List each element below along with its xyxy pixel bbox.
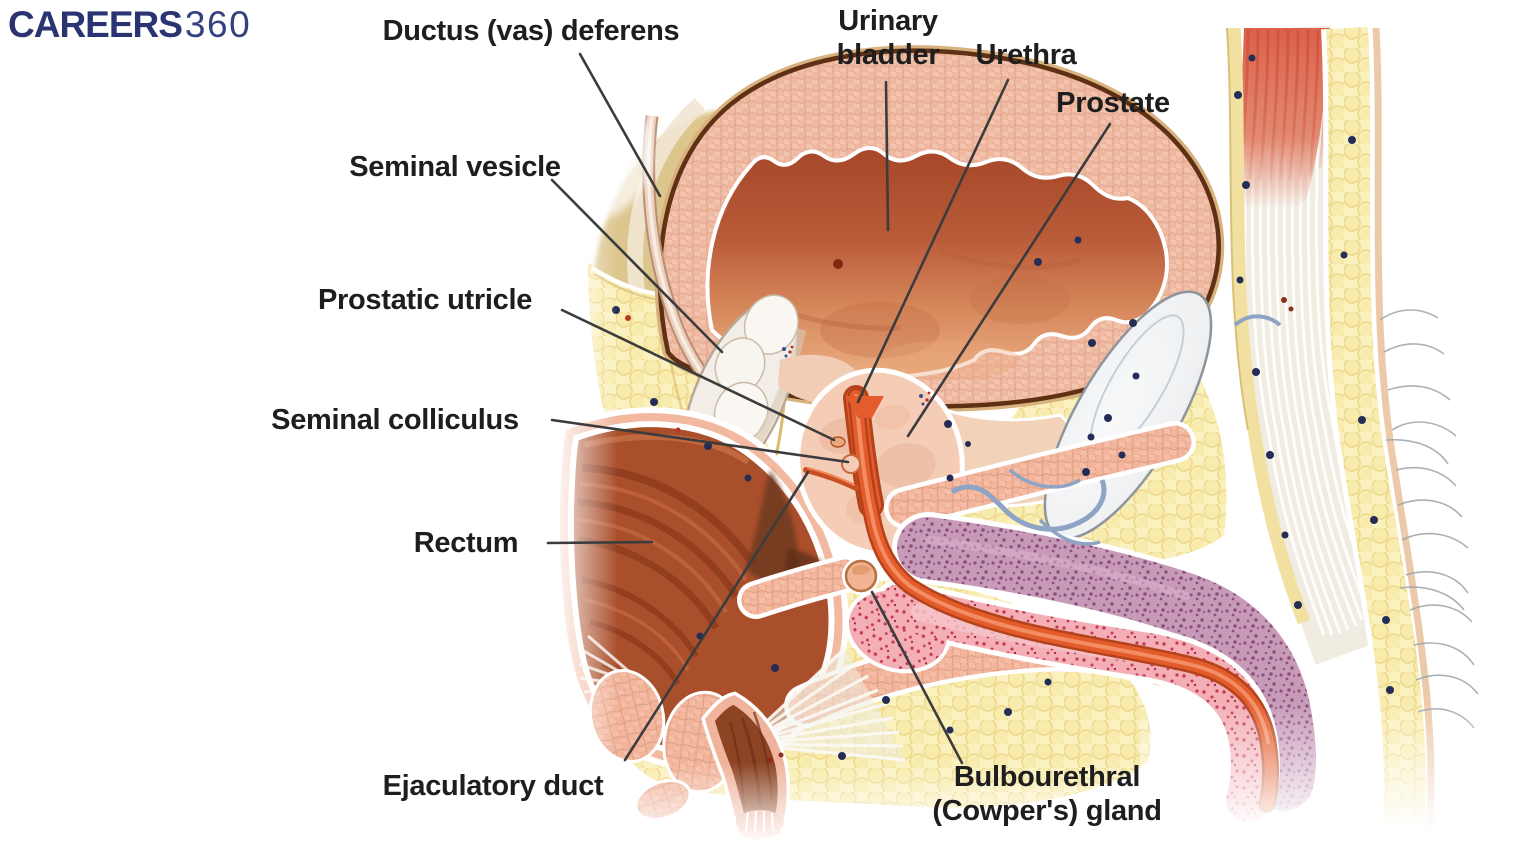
label-ejaculatory-duct: Ejaculatory duct	[382, 770, 604, 802]
seminal-colliculus-illustration	[841, 454, 861, 474]
logo-suffix-text: 360	[184, 4, 252, 45]
label-seminal-vesicle: Seminal vesicle	[349, 151, 561, 183]
logo-brand-text: CAREERS	[8, 4, 183, 45]
urinary-bladder-illustration	[654, 45, 1225, 412]
leader-ejaculatory-duct	[623, 470, 810, 762]
label-urethra: Urethra	[975, 39, 1077, 71]
ureteric-orifice	[833, 259, 843, 269]
leader-prostatic-utricle	[560, 308, 836, 442]
leader-urinary-bladder	[884, 80, 890, 232]
leader-ductus-deferens	[578, 52, 662, 198]
blood-vessels	[950, 314, 1282, 546]
edge-fades	[532, 80, 1474, 842]
label-rectum: Rectum	[413, 527, 519, 559]
label-prostate: Prostate	[1056, 87, 1170, 119]
ejaculatory-duct-illustration	[803, 467, 859, 491]
label-prostatic-utricle: Prostatic utricle	[317, 284, 533, 316]
leader-lines	[546, 52, 1112, 765]
leader-prostate	[906, 122, 1112, 438]
leader-bulbourethral-gland	[870, 590, 964, 765]
fat-dots	[612, 236, 1140, 763]
pubic-hair	[1379, 309, 1479, 729]
vessel-clusters	[782, 345, 931, 406]
leader-urethra	[856, 78, 1010, 404]
label-bulbourethral-gland: Bulbourethral (Cowper's) gland	[932, 761, 1162, 828]
careers360-logo: CAREERS360	[8, 6, 251, 43]
leader-seminal-colliculus	[550, 418, 850, 464]
label-seminal-colliculus: Seminal colliculus	[271, 404, 519, 436]
leader-seminal-vesicle	[550, 178, 724, 354]
leader-rectum	[546, 540, 654, 545]
bulbourethral-gland-illustration	[842, 557, 880, 595]
label-urinary-bladder: Urinary bladder	[836, 5, 940, 72]
label-ductus-deferens: Ductus (vas) deferens	[382, 15, 680, 47]
fascia-dots	[1234, 54, 1394, 694]
